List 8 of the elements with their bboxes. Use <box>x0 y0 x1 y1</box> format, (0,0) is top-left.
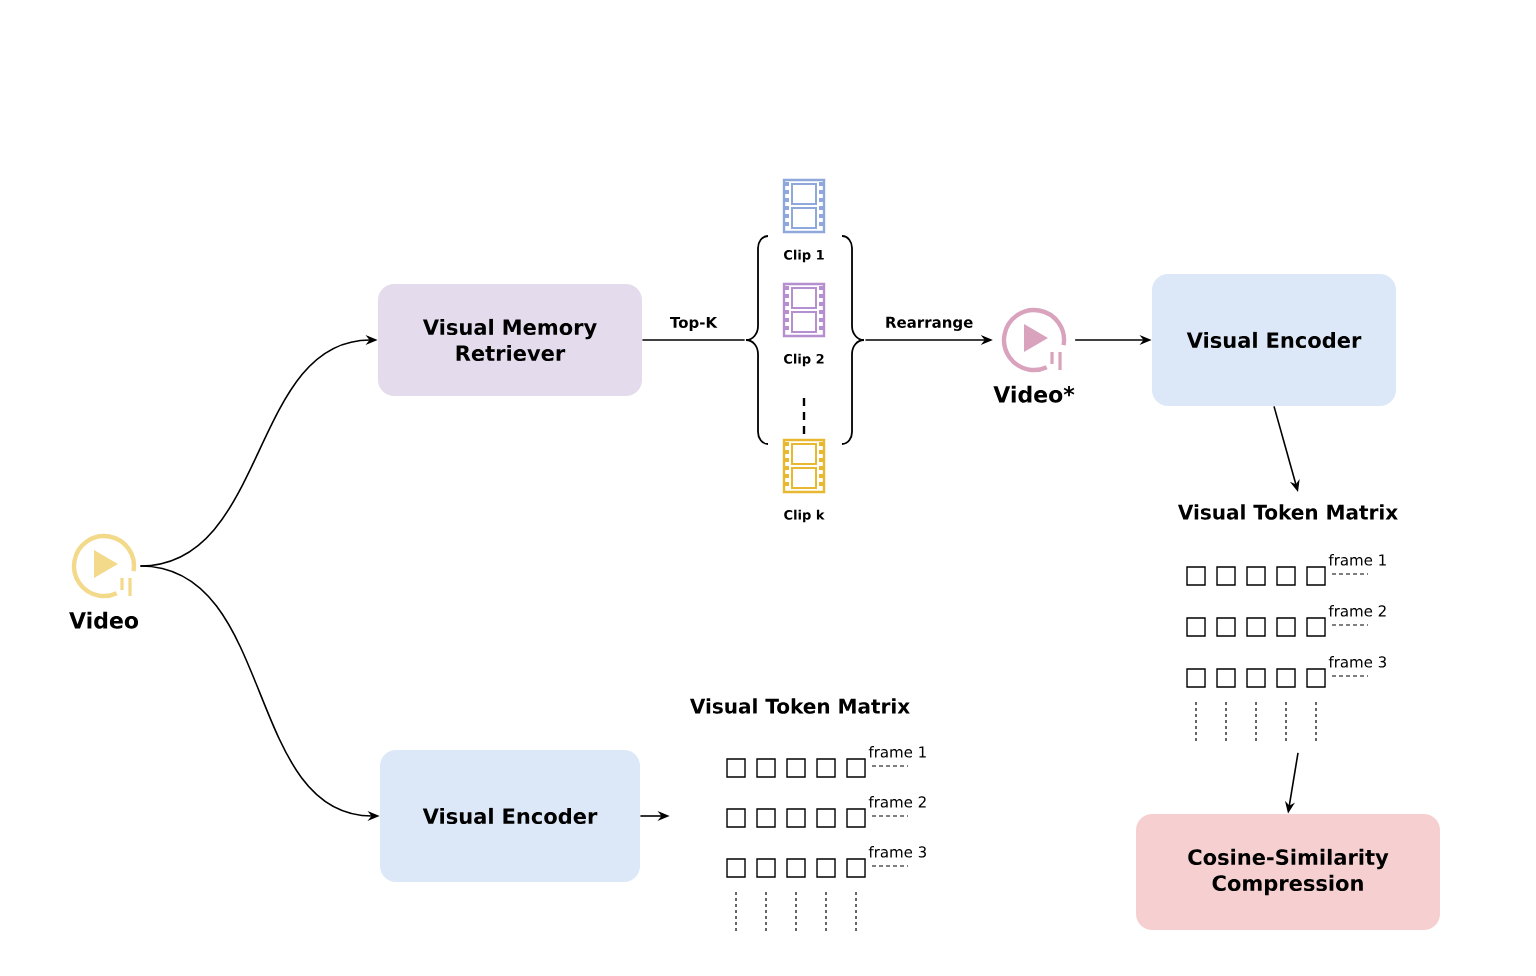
process-box: Visual Memory Retriever <box>378 284 642 396</box>
matrix-title: Visual Token Matrix <box>1177 504 1398 520</box>
matrix-title: Visual Token Matrix <box>689 698 910 714</box>
process-box: Visual Encoder <box>380 750 640 882</box>
node-label: Video* <box>993 385 1075 403</box>
process-box: Cosine-Similarity Compression <box>1136 814 1440 930</box>
process-box: Visual Encoder <box>1152 274 1396 406</box>
node-label: Video <box>69 611 139 629</box>
